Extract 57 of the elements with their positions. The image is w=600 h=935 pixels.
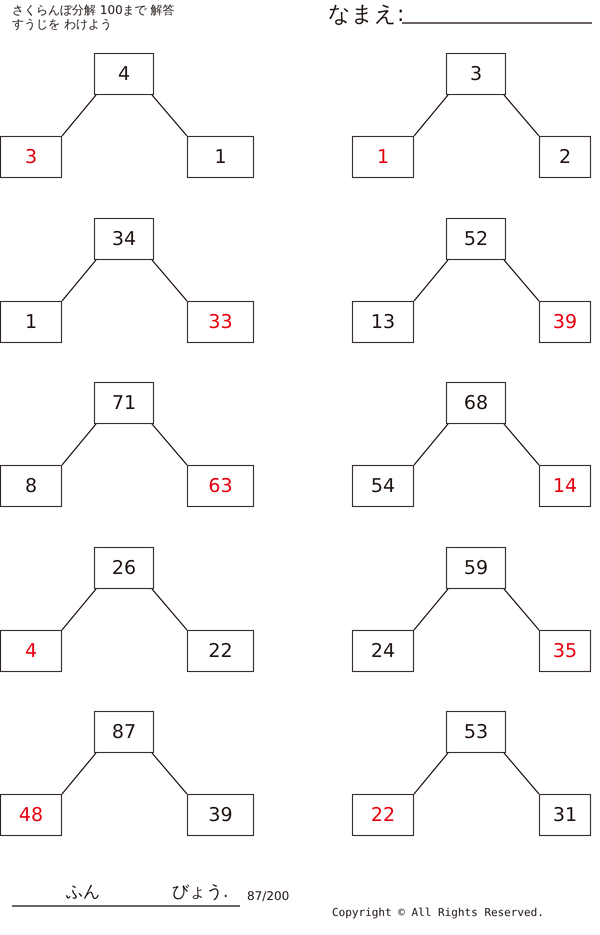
seconds-label: びょう. — [172, 884, 228, 901]
number-box: 52 — [446, 218, 506, 260]
number-box: 87 — [94, 711, 154, 753]
number-box: 1 — [187, 136, 254, 178]
worksheet-title: さくらんぼ分解 100まで 解答 — [12, 4, 175, 16]
connector-line — [504, 260, 540, 302]
connector-line — [414, 260, 448, 302]
number-box: 31 — [539, 794, 591, 836]
number-box: 1 — [0, 301, 62, 343]
connector-line — [414, 588, 448, 630]
number-box: 14 — [539, 465, 591, 507]
connector-line — [152, 588, 188, 630]
number-box: 22 — [352, 794, 414, 836]
number-box: 48 — [0, 794, 62, 836]
number-box: 54 — [352, 465, 414, 507]
number-box: 13 — [352, 301, 414, 343]
connector-line — [152, 260, 188, 302]
connector-line — [62, 424, 96, 466]
connector-line — [62, 260, 96, 302]
number-box: 59 — [446, 547, 506, 589]
number-box: 4 — [94, 53, 154, 95]
number-box: 3 — [0, 136, 62, 178]
connector-line — [414, 424, 448, 466]
number-box: 22 — [187, 630, 254, 672]
connector-line — [504, 424, 540, 466]
number-box: 1 — [352, 136, 414, 178]
number-box: 33 — [187, 301, 254, 343]
copyright-text: Copyright © All Rights Reserved. — [332, 907, 544, 918]
connector-line — [152, 424, 188, 466]
number-box: 3 — [446, 53, 506, 95]
instruction-text: すうじを わけよう — [12, 18, 112, 30]
connector-line — [414, 752, 448, 794]
number-box: 24 — [352, 630, 414, 672]
connector-line — [504, 752, 540, 794]
number-box: 2 — [539, 136, 591, 178]
name-label: なまえ: — [328, 4, 404, 26]
connector-line — [62, 588, 96, 630]
number-box: 71 — [94, 382, 154, 424]
number-box: 68 — [446, 382, 506, 424]
connector-line — [152, 94, 188, 136]
number-box: 8 — [0, 465, 62, 507]
minutes-label: ふん — [66, 884, 100, 901]
connector-line — [504, 588, 540, 630]
number-box: 63 — [187, 465, 254, 507]
connector-line — [62, 752, 96, 794]
number-box: 39 — [187, 794, 254, 836]
connector-line — [152, 752, 188, 794]
number-box: 39 — [539, 301, 591, 343]
number-box: 26 — [94, 547, 154, 589]
number-box: 35 — [539, 630, 591, 672]
connector-line — [414, 94, 448, 136]
page-number: 87/200 — [247, 890, 290, 902]
number-box: 34 — [94, 218, 154, 260]
number-box: 53 — [446, 711, 506, 753]
connector-line — [62, 94, 96, 136]
number-box: 4 — [0, 630, 62, 672]
connector-line — [504, 94, 540, 136]
